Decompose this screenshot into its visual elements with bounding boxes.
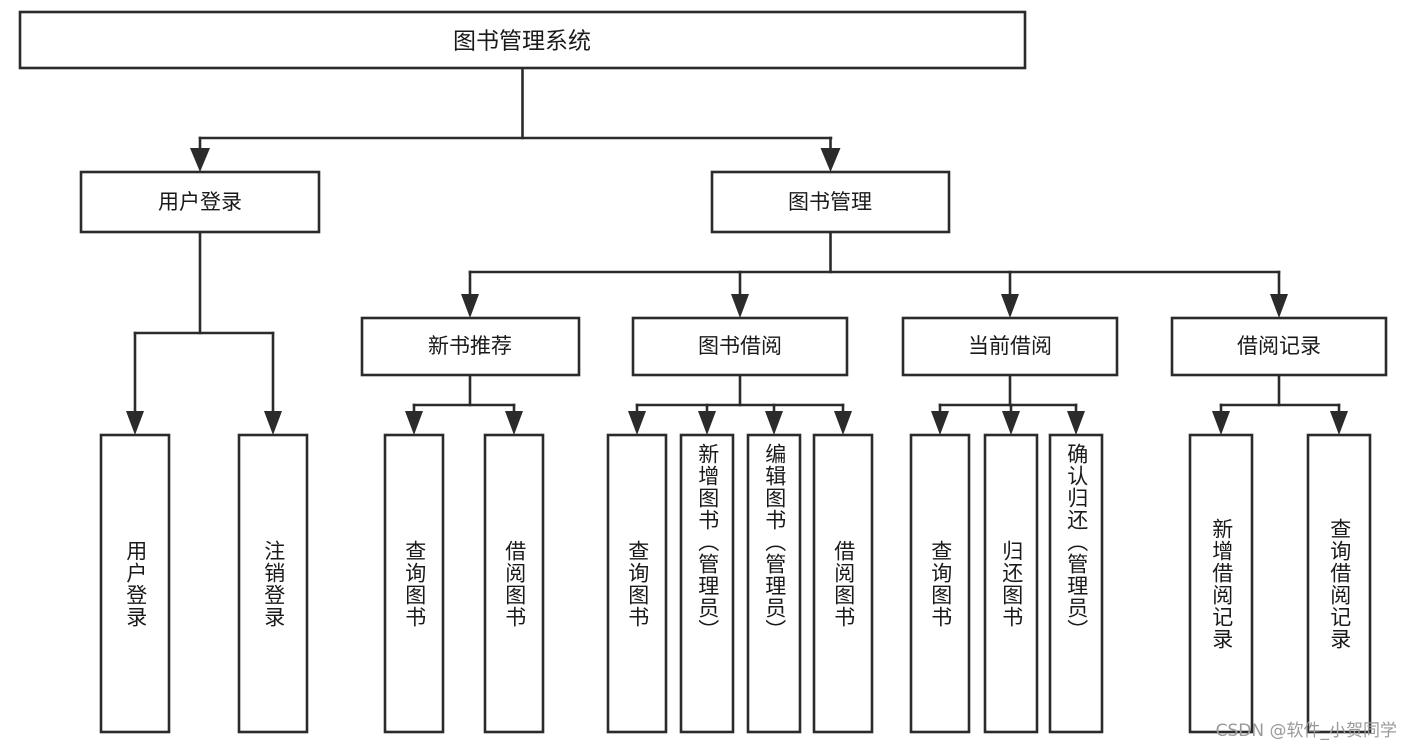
connector-current-borrow-to-leaves (931, 373, 1085, 435)
node-book-manage[interactable]: 图书管理 (710, 170, 951, 234)
arrow-head-add-record (1212, 411, 1230, 435)
node-leaf-borrow-book-2-box[interactable] (812, 433, 874, 734)
node-book-manage-box[interactable] (710, 170, 951, 234)
node-leaf-add-record-box[interactable] (1188, 433, 1254, 734)
node-new-book-rec[interactable]: 新书推荐 (360, 316, 581, 377)
node-new-book-rec-box[interactable] (360, 316, 581, 377)
node-leaf-confirm-return-box[interactable] (1048, 433, 1104, 734)
node-user-login[interactable]: 用户登录 (79, 170, 321, 234)
arrow-head-borrow-record (1270, 294, 1288, 318)
node-leaf-edit-book-box[interactable] (746, 433, 802, 734)
arrow-head-query-record (1330, 411, 1348, 435)
arrow-head-new-book-rec (461, 294, 479, 318)
csdn-watermark: CSDN @软件_小贺同学 (1215, 721, 1397, 741)
node-current-borrow-box[interactable] (901, 316, 1119, 377)
node-leaf-add-book-box[interactable] (679, 433, 735, 734)
node-current-borrow[interactable]: 当前借阅 (901, 316, 1119, 377)
node-borrow-record[interactable]: 借阅记录 (1170, 316, 1388, 377)
node-leaf-return-book-box[interactable] (983, 433, 1039, 734)
node-root-box[interactable] (18, 10, 1027, 70)
node-borrow-record-box[interactable] (1170, 316, 1388, 377)
node-root[interactable]: 图书管理系统 (18, 10, 1027, 70)
node-current-borrow-label: 当前借阅 (968, 334, 1052, 358)
node-book-borrow-box[interactable] (631, 316, 849, 377)
node-leaf-logout-box[interactable] (237, 433, 309, 734)
node-book-borrow[interactable]: 图书借阅 (631, 316, 849, 377)
arrow-head-return-book (1002, 411, 1020, 435)
node-leaf-query-book-1-box[interactable] (383, 433, 445, 734)
node-user-login-label: 用户登录 (158, 190, 242, 214)
arrow-head-borrow-book-1 (505, 411, 523, 435)
node-leaf-user-login-box[interactable] (99, 433, 171, 734)
node-leaf-query-record-box[interactable] (1306, 433, 1372, 734)
arrow-head-current-borrow (1001, 294, 1019, 318)
arrow-head-query-book-1 (405, 411, 423, 435)
node-book-borrow-label: 图书借阅 (698, 334, 782, 358)
arrow-head-borrow-book-2 (834, 411, 852, 435)
arrow-head-leaf-user-login (126, 411, 144, 435)
connector-book-borrow-to-leaves (628, 373, 852, 435)
node-book-manage-label: 图书管理 (788, 190, 872, 214)
node-leaf-query-book-3-box[interactable] (909, 433, 971, 734)
arrow-head-add-book (698, 411, 716, 435)
arrow-head-user-login (190, 148, 210, 172)
arrow-head-query-book-2 (628, 411, 646, 435)
node-user-login-box[interactable] (79, 170, 321, 234)
node-leaf-borrow-book-1-box[interactable] (483, 433, 545, 734)
node-leaf-query-book-2-box[interactable] (606, 433, 668, 734)
connector-new-book-rec-to-leaves (405, 373, 523, 435)
connector-user-login-to-leaves (126, 230, 282, 435)
arrow-head-book-borrow (731, 294, 749, 318)
arrow-head-query-book-3 (931, 411, 949, 435)
node-root-label: 图书管理系统 (453, 29, 591, 55)
arrow-head-confirm-return (1067, 411, 1085, 435)
connector-book-manage-to-level3 (461, 230, 1288, 318)
arrow-head-book-manage (820, 148, 841, 172)
connector-borrow-record-to-leaves (1212, 373, 1348, 435)
node-new-book-rec-label: 新书推荐 (428, 334, 512, 358)
arrow-head-leaf-logout (264, 411, 282, 435)
arrow-head-edit-book (765, 411, 783, 435)
leaf-boxes (99, 433, 1372, 734)
node-borrow-record-label: 借阅记录 (1237, 334, 1321, 358)
connector-root-to-level2 (190, 66, 841, 172)
